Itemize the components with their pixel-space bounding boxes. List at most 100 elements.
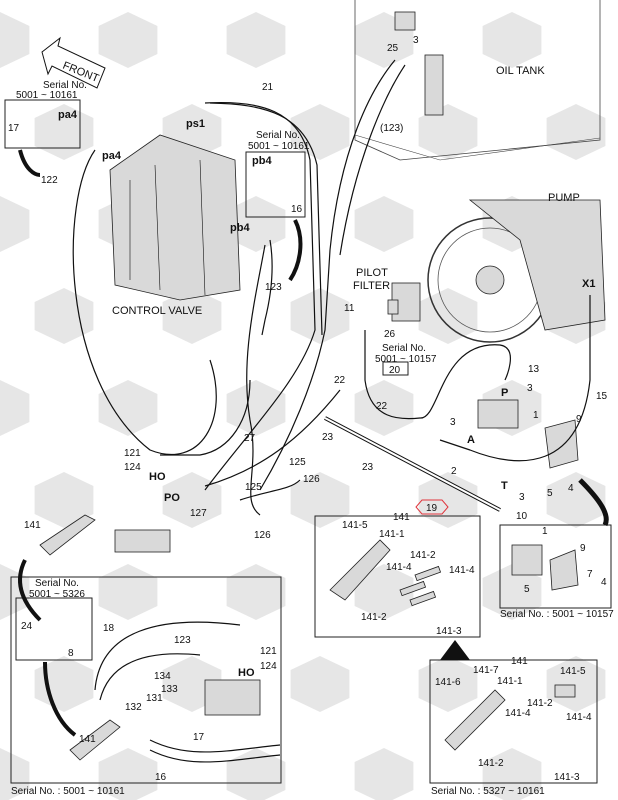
part-141: 141 [24,520,41,531]
part-141-6: 141-6 [435,677,461,688]
port-ho: HO [238,667,255,679]
part-16: 16 [291,204,303,215]
part-26: 26 [384,329,396,340]
watermark-hexagon [354,748,414,800]
watermark-hexagon [290,472,350,528]
serial-range: 5001 ~ 5326 [29,589,85,600]
watermark-hexagon [0,12,30,68]
port-po: PO [164,492,180,504]
watermark-hexagon [0,380,30,436]
part-141-3: 141-3 [554,772,580,783]
pilot-filter [387,282,421,322]
part-18: 18 [103,623,115,634]
pilot-valve [204,679,261,716]
triangle-pointer [440,640,470,660]
watermark-hexagon [162,288,222,344]
callout-arrow [578,478,609,527]
watermark-hexagon [354,564,414,620]
watermark-hexagon [290,288,350,344]
inset-serial-5326 [15,597,93,661]
control-valve [109,134,241,301]
part-124: 124 [260,661,277,672]
port-pb4: pb4 [230,222,250,234]
serial-label: Serial No. [256,130,300,141]
inset-title: 141 [511,656,528,667]
part-141-7: 141-7 [473,665,499,676]
part-22: 22 [376,401,388,412]
pilot-filter-label: PILOT [356,267,388,279]
watermark-hexagon [226,196,286,252]
part-121: 121 [124,448,141,459]
part-134: 134 [154,671,171,682]
inset-141-a [314,515,481,638]
port-pa4: pa4 [102,150,122,162]
part-5: 5 [547,488,553,499]
watermark-hexagon [0,564,30,620]
part-11: 11 [344,303,355,314]
port-p: P [501,387,508,399]
oil-tank [354,0,601,161]
serial-range: 5001 ~ 10161 [16,90,78,101]
part-9: 9 [580,543,586,554]
watermark-hexagon [226,564,286,620]
part-1: 1 [542,526,548,537]
inset-bottom-left [10,576,282,784]
part-141-5: 141-5 [342,520,368,531]
part-124: 124 [124,462,141,473]
part-125: 125 [245,482,262,493]
pilot-filter-label: FILTER [353,280,390,292]
serial-range: 5001 ~ 10161 [248,141,310,152]
watermark-hexagon [98,748,158,800]
part-141-1: 141-1 [379,529,405,540]
part-19: 19 [426,503,438,514]
control-valve-label: CONTROL VALVE [112,305,202,317]
part-13: 13 [528,364,540,375]
watermark-hexagon [226,12,286,68]
part-24: 24 [21,621,33,632]
watermark-hexagon [290,656,350,712]
port-ho: HO [149,471,166,483]
port-pb4: pb4 [252,155,272,167]
watermark-hexagon [226,380,286,436]
part-133: 133 [161,684,178,695]
watermark-hexagon [354,380,414,436]
serial-range: Serial No. : 5327 ~ 10161 [431,786,545,797]
part-141-4: 141-4 [449,565,475,576]
pilot-valve-127 [114,529,171,553]
part-2: 2 [451,466,457,477]
part-4: 4 [601,577,607,588]
bracket [544,419,579,469]
part-141-5: 141-5 [560,666,586,677]
part-8: 8 [68,648,74,659]
port-pa4: pa4 [58,109,78,121]
inset-pa4 [4,99,81,149]
pump-label: PUMP [548,192,580,204]
solenoid-valve [477,399,519,429]
part-127: 127 [190,508,207,519]
watermark-hexagon [34,104,94,160]
part-15: 15 [596,391,608,402]
callout-arrow [288,219,303,282]
part-141-1: 141-1 [497,676,523,687]
part-3: 3 [519,492,525,503]
watermark-hexagon [482,748,542,800]
inset-bracket [499,524,612,609]
part-141-3: 141-3 [436,626,462,637]
pump [427,199,606,343]
inset-title: 141 [393,512,410,523]
part-123: 123 [174,635,191,646]
part-141-4: 141-4 [505,708,531,719]
callout-arrow [18,149,41,177]
part-23: 23 [362,462,374,473]
part-5: 5 [524,584,530,595]
watermark-hexagon [546,472,606,528]
part-17: 17 [193,732,205,743]
watermark-hexagon [98,12,158,68]
watermark-hexagon [418,288,478,344]
watermark-hexagon [482,12,542,68]
watermark-hexagon [418,104,478,160]
watermark-hexagon [354,196,414,252]
part-23: 23 [322,432,334,443]
part-25: 25 [387,43,399,54]
